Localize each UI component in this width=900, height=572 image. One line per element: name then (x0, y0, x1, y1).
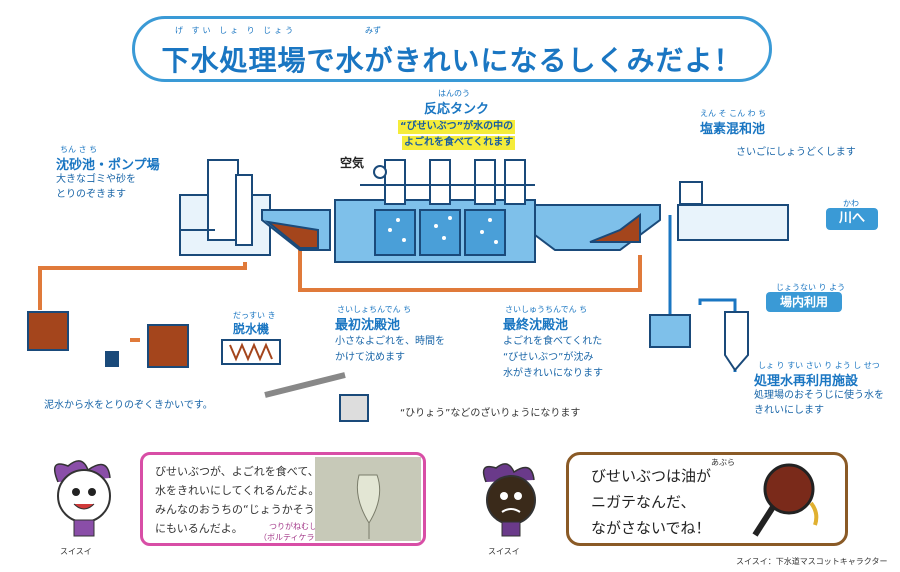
dewater-desc: 泥水から水をとりのぞくきかいです。 (44, 400, 213, 411)
chlorine-desc: さいごにしょうどくします (736, 147, 856, 158)
reaction-tank-ruby: はんのう (438, 89, 470, 98)
bubble-right-line2: ニガテなんだ、 (591, 493, 696, 511)
bubble-right-line1: びせいぶつは油が (591, 467, 712, 485)
mascot-left-name: スイスイ (60, 547, 92, 556)
speech-bubble-oil: あぶら びせいぶつは油が ニガテなんだ、 ながさないでね！ (566, 452, 848, 546)
dewater-ruby: だっすい き (233, 311, 276, 320)
chlorine-label: 塩素混和池 (700, 122, 766, 137)
reuse-desc-line1: 処理場のおそうじに使う水を (754, 390, 884, 401)
river-badge: 川へ (826, 208, 878, 230)
river-ruby: かわ (843, 199, 859, 208)
primary-label: 最初沈殿池 (335, 318, 401, 333)
bubble-left-line4: にもいるんだよ。 (155, 522, 243, 535)
reaction-tank-desc-line1: “びせいぶつ”が水の中の (398, 120, 516, 134)
onsite-badge: 場内利用 (766, 292, 842, 312)
speech-bubble-microbes: びせいぶつが、よごれを食べて、 水をきれいにしてくれるんだよ。 みんなのおうちの… (140, 452, 426, 546)
grit-desc-line2: とりのぞきます (56, 189, 126, 200)
sludge-pipe (38, 250, 642, 342)
title-ruby-gesuishorijou: げ すい しょ り じょう (175, 26, 297, 35)
chlorine-ruby: えん そ こん わ ち (700, 109, 767, 118)
mascot-suisui-left (53, 460, 111, 537)
bubble-left-line1: びせいぶつが、よごれを食べて、 (155, 465, 319, 478)
microscope-photo (315, 457, 421, 541)
primary-ruby: さいしょちんでん ち (337, 305, 412, 314)
reuse-ruby: しょ り すい さい り よう し せつ (758, 361, 880, 370)
grit-desc-line1: 大きなゴミや砂を (56, 174, 136, 185)
reuse-desc-line2: きれいにします (754, 405, 824, 416)
chlorine-mixing-tank (677, 181, 789, 241)
bubble-right-line3: ながさないでね！ (591, 519, 711, 537)
dewater-label: 脱水機 (233, 322, 270, 336)
final-desc-line2: “びせいぶつ”が沈み (503, 352, 594, 363)
air-bubbles (388, 216, 498, 244)
title-ruby-mizu: みず (365, 26, 381, 35)
final-ruby: さいしゅうちんでん ち (505, 305, 588, 314)
air-label: 空気 (340, 156, 365, 170)
grit-ruby: ちん さ ち (60, 145, 98, 154)
grit-label: 沈砂池・ポンプ場 (56, 158, 160, 173)
primary-desc-line2: かけて沈めます (335, 352, 405, 363)
reaction-tank-label: 反応タンク (424, 102, 490, 117)
frying-pan-icon (752, 463, 819, 537)
dewatering-machine (221, 339, 369, 422)
final-label: 最終沈殿池 (503, 318, 569, 333)
onsite-ruby: じょうない り よう (776, 283, 846, 292)
microbe-caption-line1: つりがねむし (269, 522, 317, 531)
page-title: 下水処理場で水がきれいになるしくみだよ！ (161, 44, 743, 77)
mascot-right-name: スイスイ (488, 547, 520, 556)
bubble-left-line2: 水をきれいにしてくれるんだよ。 (155, 484, 320, 497)
final-desc-line1: よごれを食べてくれた (503, 336, 603, 347)
footer-note: スイスイ：下水道マスコットキャラクター (736, 557, 888, 566)
sludge-tanks (27, 311, 189, 368)
reaction-tank (334, 159, 536, 263)
fertilizer-desc: “ひりょう”などのざいりょうになります (400, 408, 581, 419)
reaction-tank-desc-line2: よごれを食べてくれます (402, 136, 516, 150)
primary-desc-line1: 小さなよごれを、時間を (335, 336, 445, 347)
grit-chamber-pump-station (179, 159, 271, 256)
title-banner: 下水処理場で水がきれいになるしくみだよ！ げ すい しょ り じょう みず (132, 16, 772, 82)
final-settling-tank (534, 204, 661, 251)
reuse-label: 処理水再利用施設 (754, 374, 859, 389)
microbe-caption-line2: （ボルティケラ） (259, 533, 323, 542)
bubble-left-line3: みんなのおうちの“じょうかそう” (155, 503, 321, 516)
reuse-facility (649, 311, 749, 372)
mascot-suisui-right (482, 463, 536, 537)
primary-settling-tank (261, 209, 331, 251)
final-desc-line3: 水がきれいになります (503, 368, 603, 379)
bubble-right-ruby: あぶら (711, 458, 735, 467)
